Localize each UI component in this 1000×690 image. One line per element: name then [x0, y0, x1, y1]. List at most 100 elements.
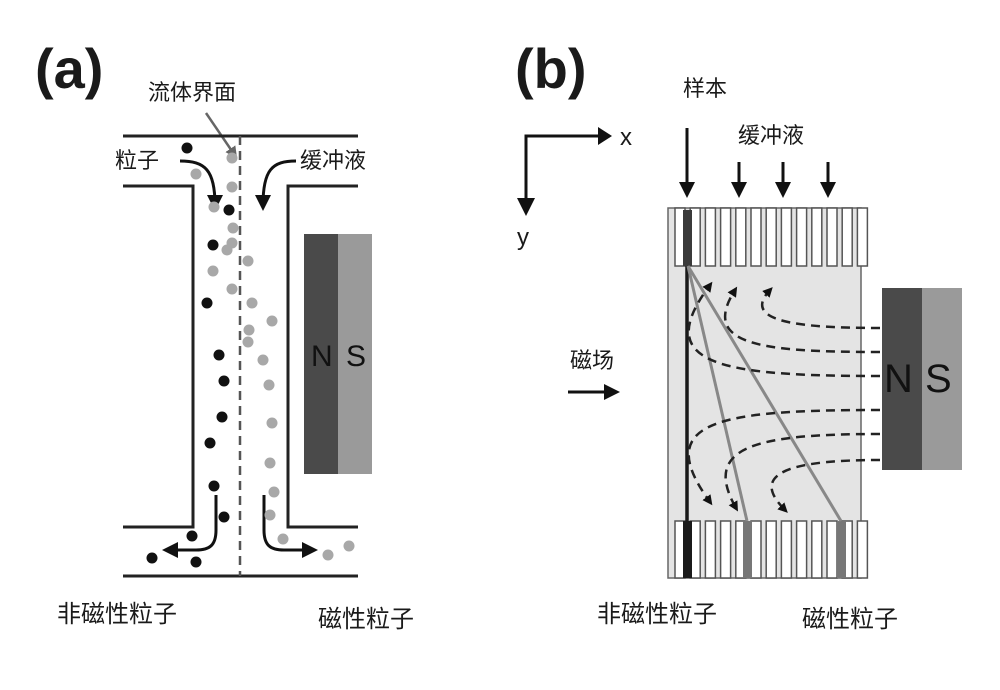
nonmagnetic-outlet-fill: [683, 521, 692, 578]
magnetic-particle: [264, 457, 276, 469]
nonmagnetic-particle: [204, 437, 216, 449]
nonmagnetic-particle: [208, 480, 220, 492]
x-axis-arrowhead: [598, 127, 612, 145]
nonmagnetic-particle: [181, 142, 193, 154]
inlet-channel: [704, 207, 717, 267]
axes-indicator: x y: [517, 124, 632, 251]
magnet-north-label-b: N: [884, 357, 913, 401]
interface-label: 流体界面: [148, 81, 236, 106]
outlet-channel: [704, 520, 717, 579]
magnetic-particle: [226, 152, 238, 164]
outlet-channel: [750, 520, 762, 579]
magnet-south-pole-b: [922, 288, 962, 470]
panel-a-label: (a): [35, 37, 103, 100]
magnetic-outlet-fill-2: [837, 521, 846, 578]
magnet-south-pole: [338, 234, 372, 474]
magnetic-particle: [257, 354, 269, 366]
inlet-channel: [719, 207, 732, 267]
nonmagnetic-particle: [218, 511, 230, 523]
nonmagnetic-outlet-label-b: 非磁性粒子: [597, 600, 717, 628]
magnetic-particle: [190, 168, 202, 180]
outlet-channel: [765, 520, 777, 579]
outlet-channel: [719, 520, 732, 579]
magnetic-particle: [266, 315, 278, 327]
magnetic-particle: [343, 540, 355, 552]
inlet-channel: [765, 207, 777, 267]
nonmagnetic-particle: [201, 297, 213, 309]
inlet-channel: [795, 207, 808, 267]
magnetic-particle: [243, 324, 255, 336]
magnetic-outlet-label-b: 磁性粒子: [802, 605, 898, 633]
magnetic-particle: [207, 265, 219, 277]
magnet-south-label-b: S: [925, 357, 952, 401]
magnetic-particle: [227, 222, 239, 234]
inlet-channel: [780, 207, 793, 267]
buffer-inlet-arrow: [255, 159, 297, 211]
magnetic-particle: [242, 336, 254, 348]
outlet-channel: [826, 520, 838, 579]
sample-inlet-fill: [683, 210, 692, 266]
inlet-channel: [856, 207, 869, 267]
x-axis-label: x: [620, 124, 632, 151]
nonmagnetic-particle: [190, 556, 202, 568]
right-wall: [286, 184, 358, 529]
magnetic-particle: [246, 297, 258, 309]
magnetic-particle: [226, 181, 238, 193]
sample-label: 样本: [683, 77, 727, 102]
inlet-channel: [841, 207, 853, 267]
y-axis-arrowhead: [517, 198, 535, 216]
magnetic-trajectory-strong: [686, 265, 843, 522]
panel-b-label: (b): [515, 37, 587, 100]
particles-a: [146, 142, 355, 568]
nonmagnetic-outlet-label-a: 非磁性粒子: [57, 600, 177, 628]
particles-inlet-arrow: [179, 159, 223, 211]
nonmagnetic-particle: [218, 375, 230, 387]
panel-a: (a) 流体界面 粒子 缓冲液 N S 非磁性粒子 磁性粒子: [35, 37, 414, 633]
nonmagnetic-particle: [207, 239, 219, 251]
magnet-north-pole-b: [882, 288, 922, 470]
nonmagnetic-outlet-arrow: [162, 495, 218, 558]
nonmagnetic-particle: [186, 530, 198, 542]
outlet-channel: [780, 520, 793, 579]
inlet-channel: [750, 207, 762, 267]
nonmagnetic-particle: [216, 411, 228, 423]
magnet-north-label: N: [311, 340, 333, 373]
magnetic-particle: [322, 549, 334, 561]
nonmagnetic-particle: [213, 349, 225, 361]
magnet-north-pole: [304, 234, 338, 474]
magnetic-outlet-fill-1: [743, 521, 752, 578]
inlet-channels: [674, 207, 869, 267]
inlet-channel: [735, 207, 747, 267]
field-label: 磁场: [570, 349, 614, 374]
magnet-a: N S: [304, 234, 372, 474]
magnetic-particle: [226, 283, 238, 295]
outlet-channel: [795, 520, 808, 579]
buffer-label-b: 缓冲液: [738, 124, 804, 149]
magnetic-particle: [266, 417, 278, 429]
magnetic-particle: [268, 486, 280, 498]
buffer-label-a: 缓冲液: [300, 149, 366, 174]
magnetic-field-lines: [687, 281, 881, 513]
panel-b: (b) x y 样本 缓冲液: [515, 37, 962, 633]
magnetic-particle: [277, 533, 289, 545]
inlet-channel: [811, 207, 823, 267]
magnetic-particle: [264, 509, 276, 521]
magnetic-outlet-label-a: 磁性粒子: [318, 605, 414, 633]
nonmagnetic-particle: [223, 204, 235, 216]
y-axis-label: y: [517, 224, 529, 251]
magnetic-outlet-arrow: [262, 495, 318, 558]
magnet-south-label: S: [346, 340, 366, 373]
inlet-channel: [826, 207, 838, 267]
magnetic-particle: [242, 255, 254, 267]
magnetic-particle: [208, 201, 220, 213]
left-wall: [123, 184, 195, 529]
nonmagnetic-particle: [146, 552, 158, 564]
particles-label: 粒子: [115, 149, 159, 174]
magnetic-trajectory-weak: [686, 265, 749, 522]
outlet-channels: [674, 520, 869, 579]
magnetic-particle: [221, 244, 233, 256]
magnet-b: N S: [882, 288, 962, 470]
magnetic-particle: [263, 379, 275, 391]
outlet-channel: [856, 520, 869, 579]
